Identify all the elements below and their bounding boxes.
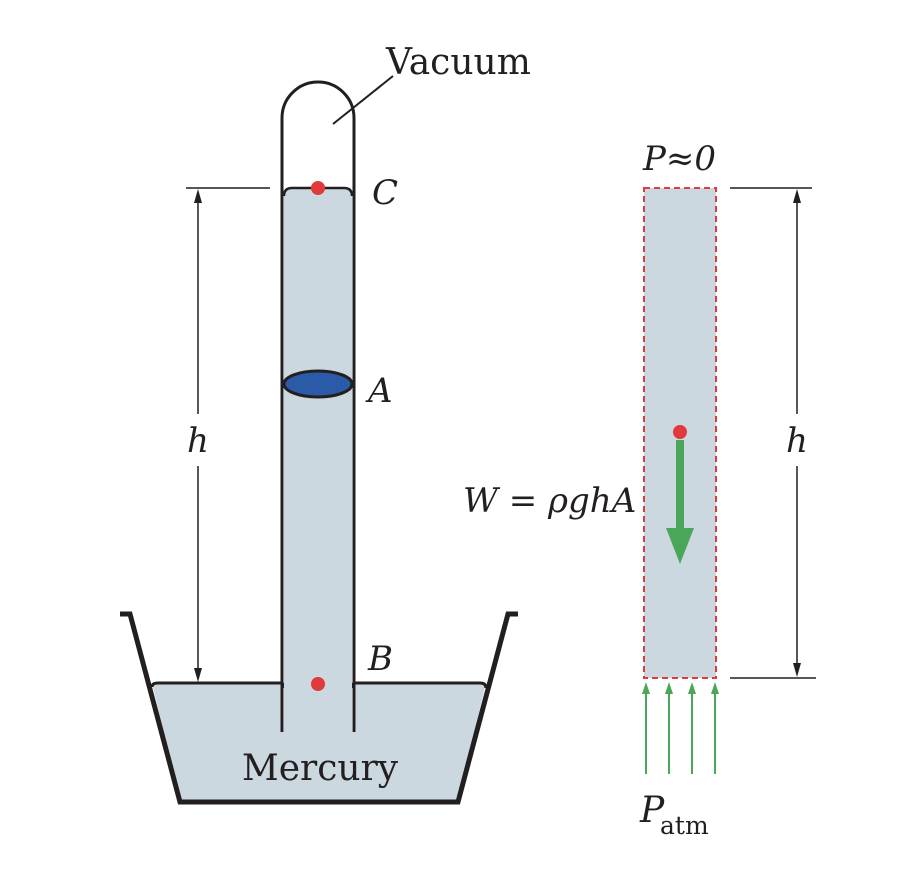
vacuum-pointer bbox=[332, 75, 394, 125]
point-c-label: C bbox=[372, 173, 398, 213]
patm-arrowhead-2 bbox=[665, 682, 673, 694]
left-arrowhead-top bbox=[194, 189, 202, 203]
point-b-dot bbox=[311, 677, 325, 691]
mercury-label: Mercury bbox=[242, 748, 399, 789]
height-right-label: h bbox=[786, 421, 808, 461]
vacuum-label: Vacuum bbox=[385, 42, 531, 83]
disk-a bbox=[282, 369, 354, 399]
point-c-dot bbox=[311, 181, 325, 195]
left-arrowhead-bottom bbox=[194, 668, 202, 682]
pressure-top-label: P≈0 bbox=[642, 139, 716, 179]
basin-liquid bbox=[152, 683, 486, 800]
weight-arrowhead bbox=[666, 528, 694, 564]
patm-arrowhead-3 bbox=[688, 682, 696, 694]
point-a-label: A bbox=[365, 371, 393, 411]
tube-wall bbox=[280, 80, 356, 732]
patm-arrows bbox=[642, 682, 719, 774]
basin-liquid-surface bbox=[150, 681, 488, 689]
patm-arrowhead-1 bbox=[642, 682, 650, 694]
patm-arrowhead-4 bbox=[711, 682, 719, 694]
right-arrowhead-top bbox=[793, 189, 801, 203]
right-arrowhead-bottom bbox=[793, 663, 801, 677]
weight-label: W = ρghA bbox=[463, 481, 636, 521]
patm-label-sub: atm bbox=[660, 811, 709, 840]
basin-container bbox=[120, 611, 518, 805]
centroid-dot bbox=[673, 425, 687, 439]
tube-liquid-column bbox=[284, 188, 352, 732]
point-b-label: B bbox=[367, 639, 393, 679]
patm-label-main: P bbox=[639, 790, 665, 831]
height-left-label: h bbox=[187, 421, 209, 461]
